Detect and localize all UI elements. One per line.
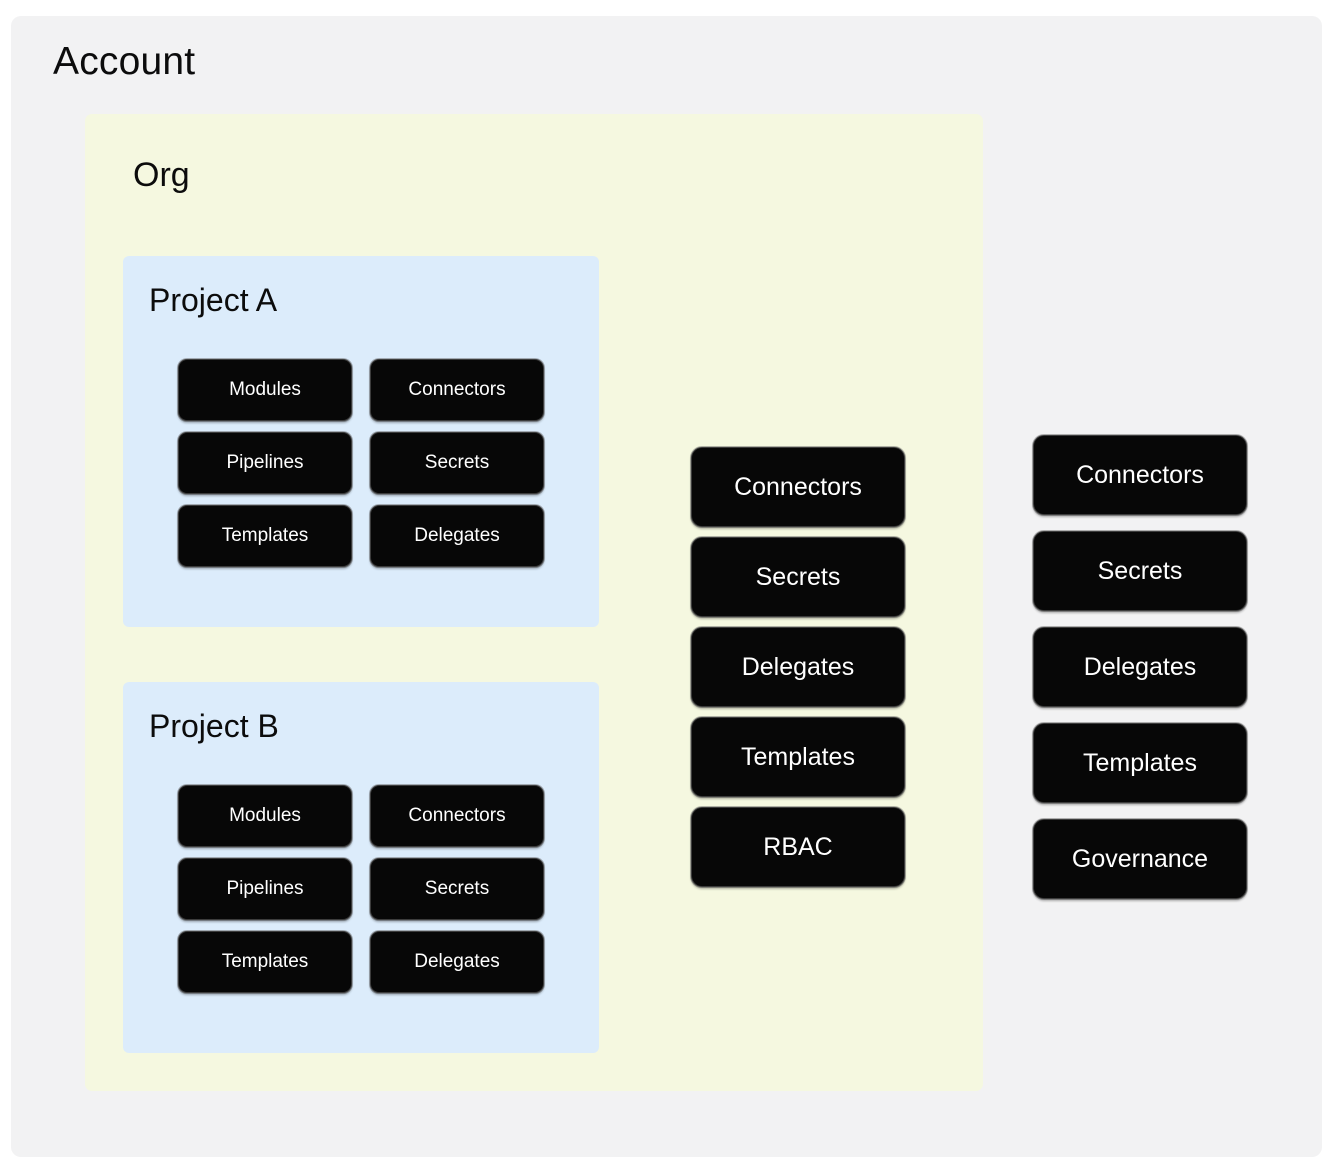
project-a-resource-grid: Modules Connectors Pipelines Secrets Tem… (178, 359, 544, 567)
org-resource-templates[interactable]: Templates (691, 717, 905, 797)
project-b-title: Project B (149, 708, 279, 744)
org-resource-rbac[interactable]: RBAC (691, 807, 905, 887)
project-b-resource-delegates[interactable]: Delegates (370, 931, 544, 993)
project-a-scope-container: Project A Modules Connectors Pipelines S… (123, 256, 599, 627)
account-scope-title: Account (53, 40, 196, 83)
project-b-resource-connectors[interactable]: Connectors (370, 785, 544, 847)
org-resource-delegates[interactable]: Delegates (691, 627, 905, 707)
project-b-scope-container: Project B Modules Connectors Pipelines S… (123, 682, 599, 1053)
project-b-resource-modules[interactable]: Modules (178, 785, 352, 847)
account-scope-container: Account Org Project A Modules Connectors… (11, 16, 1322, 1157)
org-scope-title: Org (133, 156, 190, 194)
project-b-resource-grid: Modules Connectors Pipelines Secrets Tem… (178, 785, 544, 993)
project-b-resource-pipelines[interactable]: Pipelines (178, 858, 352, 920)
project-a-resource-templates[interactable]: Templates (178, 505, 352, 567)
org-resource-column: Connectors Secrets Delegates Templates R… (691, 447, 905, 887)
account-resource-secrets[interactable]: Secrets (1033, 531, 1247, 611)
org-resource-connectors[interactable]: Connectors (691, 447, 905, 527)
project-a-title: Project A (149, 282, 278, 318)
project-b-resource-templates[interactable]: Templates (178, 931, 352, 993)
project-a-resource-connectors[interactable]: Connectors (370, 359, 544, 421)
project-a-resource-secrets[interactable]: Secrets (370, 432, 544, 494)
org-resource-secrets[interactable]: Secrets (691, 537, 905, 617)
account-resource-governance[interactable]: Governance (1033, 819, 1247, 899)
org-scope-container: Org Project A Modules Connectors Pipelin… (85, 114, 983, 1091)
account-resource-connectors[interactable]: Connectors (1033, 435, 1247, 515)
project-a-resource-delegates[interactable]: Delegates (370, 505, 544, 567)
project-a-resource-modules[interactable]: Modules (178, 359, 352, 421)
project-a-resource-pipelines[interactable]: Pipelines (178, 432, 352, 494)
project-b-resource-secrets[interactable]: Secrets (370, 858, 544, 920)
account-resource-templates[interactable]: Templates (1033, 723, 1247, 803)
account-resource-column: Connectors Secrets Delegates Templates G… (1033, 435, 1247, 899)
account-resource-delegates[interactable]: Delegates (1033, 627, 1247, 707)
